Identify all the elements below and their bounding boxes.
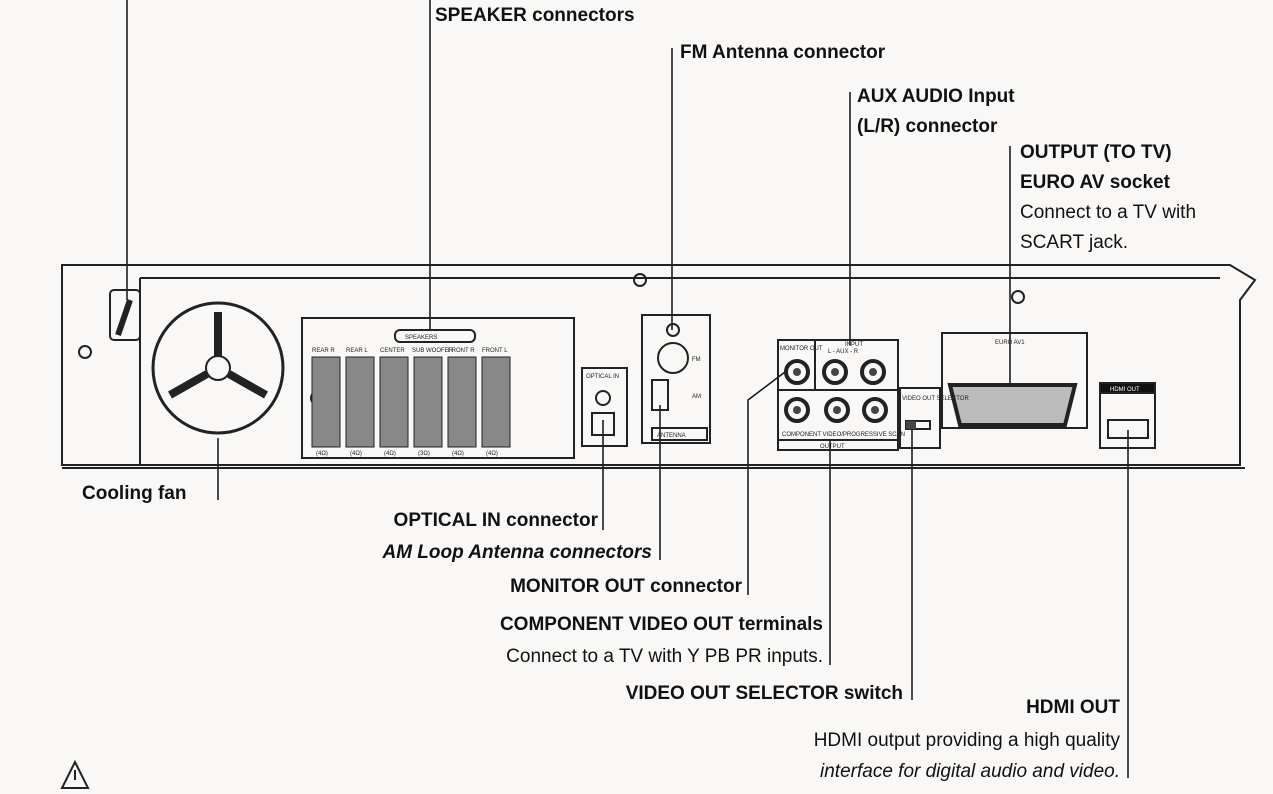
am-loop-label: AM Loop Antenna connectors [382,542,652,563]
ohm-label: (4Ω) [316,451,328,457]
channel-label: FRONT R [448,348,475,354]
speaker-connectors-label: SPEAKER connectors [435,5,635,26]
monitor-out-label: MONITOR OUT connector [510,576,742,597]
monitor-out-panel-label: MONITOR OUT [780,346,823,352]
euro-av-desc-2: SCART jack. [1020,232,1129,253]
antenna-block [641,314,711,444]
speaker-terminal [379,356,409,448]
fm-label: FM [692,357,701,363]
video-out-selector-label: VIDEO OUT SELECTOR switch [625,683,903,704]
output-label: OUTPUT (TO TV) [1020,142,1172,163]
component-y-jack [784,397,810,423]
speaker-terminal [447,356,477,448]
channel-label: CENTER [380,348,405,354]
channel-label: FRONT L [482,348,508,354]
ohm-label: (4Ω) [350,451,362,457]
hdmi-out-port [1107,419,1149,439]
component-video-desc: Connect to a TV with Y PB PR inputs. [506,646,823,667]
speaker-terminal [481,356,511,448]
euro-av-label: EURO AV socket [1020,172,1170,193]
antenna-label: ANTENNA [657,433,686,439]
speakers-label: SPEAKERS [405,335,437,341]
speaker-terminal [311,356,341,448]
aux-audio-label: AUX AUDIO Input [857,86,1015,107]
component-panel-label: COMPONENT VIDEO/PROGRESSIVE SCAN [782,432,905,438]
optical-in-jack [591,412,615,436]
cooling-fan [151,301,285,435]
aux-r-jack [860,359,886,385]
component-pr-jack [862,397,888,423]
speaker-terminal-block [301,317,575,459]
ohm-label: (4Ω) [384,451,396,457]
channel-label: SUB WOOFER [412,348,454,354]
selector-panel-label: VIDEO OUT SELECTOR [902,396,969,402]
ohm-label: (4Ω) [486,451,498,457]
speaker-terminal [345,356,375,448]
warning-icon [60,759,90,789]
hdmi-out-desc: HDMI output providing a high quality [813,730,1120,751]
aux-l-jack [822,359,848,385]
leader-line-monitor [747,371,786,595]
fm-antenna-label: FM Antenna connector [680,42,886,63]
aux-label: L - AUX - R [828,349,859,355]
fm-antenna-jack [657,342,689,374]
optical-in-label: OPTICAL IN connector [393,510,598,531]
chassis-outline [61,264,1257,466]
am-antenna-terminal [651,379,669,411]
am-label: AM [692,394,701,400]
euro-av-desc: Connect to a TV with [1020,202,1197,223]
euro-av-panel-label: EURO AV1 [995,340,1025,346]
monitor-out-jack [784,359,810,385]
input-label: INPUT [845,342,863,348]
cooling-fan-label: Cooling fan [82,483,187,504]
hdmi-out-desc-2: interface for digital audio and video. [820,761,1120,782]
channel-label: REAR L [346,348,368,354]
component-pb-jack [824,397,850,423]
component-video-label: COMPONENT VIDEO OUT terminals [499,614,823,635]
output-panel-label: OUTPUT [820,444,845,450]
ohm-label: (4Ω) [452,451,464,457]
hdmi-out-label: HDMI OUT [1026,697,1120,718]
optical-in-panel-label: OPTICAL IN [586,374,619,380]
channel-label: REAR R [312,348,335,354]
ohm-label: (3Ω) [418,451,430,457]
aux-audio-label-2: (L/R) connector [857,116,998,137]
speaker-terminal [413,356,443,448]
scart-socket [947,383,1078,427]
hdmi-panel-label: HDMI OUT [1110,387,1140,393]
